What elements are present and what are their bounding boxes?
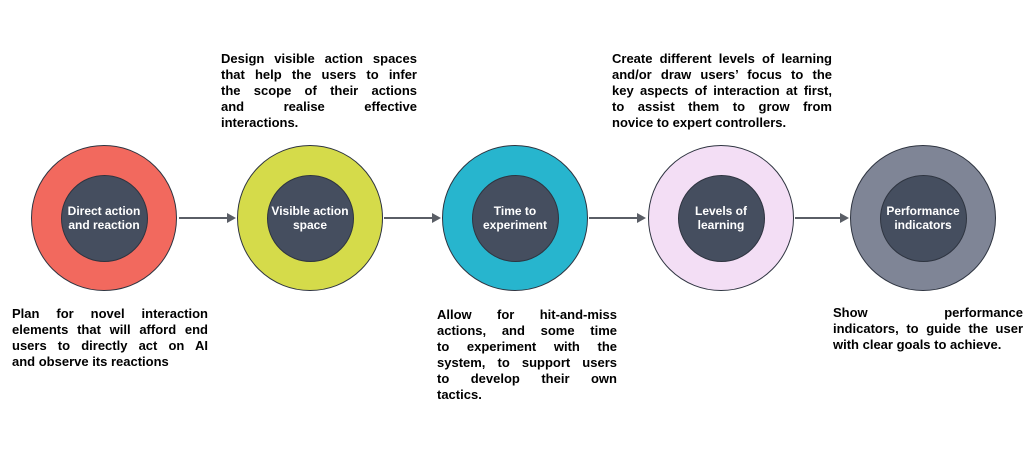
flow-arrow-4 [795,213,849,223]
flow-arrow-2 [384,213,441,223]
stage-visible-action-space-core: Visible action space [266,174,354,262]
stage-performance-indicators-core: Performance indicators [879,174,967,262]
stage-visible-action-space-ring: Visible action space [237,145,383,291]
stage-levels-of-learning-label: Levels of learning [694,203,748,233]
stage-performance-indicators-label: Performance indicators [886,203,960,233]
stage-levels-of-learning-ring: Levels of learning [648,145,794,291]
stage-performance-indicators-ring: Performance indicators [850,145,996,291]
stage-direct-action-label: Direct action and reaction [67,203,141,233]
stage-visible-action-space-label: Visible action space [271,203,349,233]
stage-direct-action-core: Direct action and reaction [60,174,148,262]
stage-levels-of-learning-core: Levels of learning [677,174,765,262]
stage-time-to-experiment-label: Time to experiment [482,203,548,233]
flow-arrow-1 [179,213,236,223]
stage-time-to-experiment-ring: Time to experiment [442,145,588,291]
stage-time-to-experiment-core: Time to experiment [471,174,559,262]
stage-direct-action-ring: Direct action and reaction [31,145,177,291]
flow-arrow-3 [589,213,646,223]
